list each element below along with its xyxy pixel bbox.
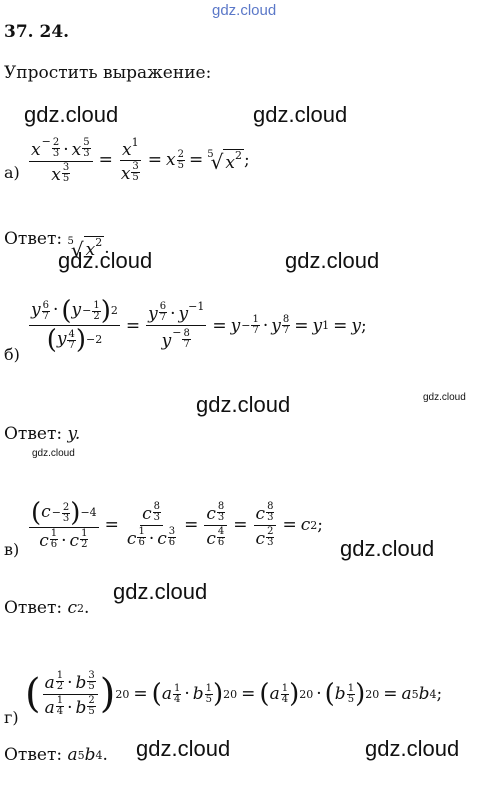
watermark: gdz.cloud [113,579,208,604]
problem-number: 37. 24. [4,22,70,42]
watermark: gdz.cloud [58,248,153,273]
watermark: gdz.cloud [285,248,380,273]
watermark-small: gdz.cloud [32,448,75,459]
part-b-answer: Ответ: y. [4,424,80,444]
answer-value: 5√x2. [67,236,110,262]
part-a-answer: Ответ: 5√x2. [4,229,110,260]
part-v-label: в) [4,540,20,559]
watermark: gdz.cloud [136,736,231,761]
part-a-label: а) [4,163,20,182]
watermark: gdz.cloud [365,736,460,761]
part-b-label: б) [4,345,20,364]
answer-prefix: Ответ: [4,424,63,444]
watermark: gdz.cloud [340,536,435,561]
watermark: gdz.cloud [24,102,119,127]
answer-prefix: Ответ: [4,598,63,618]
watermark-top: gdz.cloud [212,2,277,19]
watermark-small: gdz.cloud [423,392,466,403]
watermark: gdz.cloud [253,102,348,127]
answer-prefix: Ответ: [4,745,63,765]
part-g-label: г) [4,708,19,727]
watermark: gdz.cloud [196,392,291,417]
answer-value: y. [67,424,81,444]
answer-prefix: Ответ: [4,229,63,249]
instruction: Упростить выражение: [4,63,212,83]
